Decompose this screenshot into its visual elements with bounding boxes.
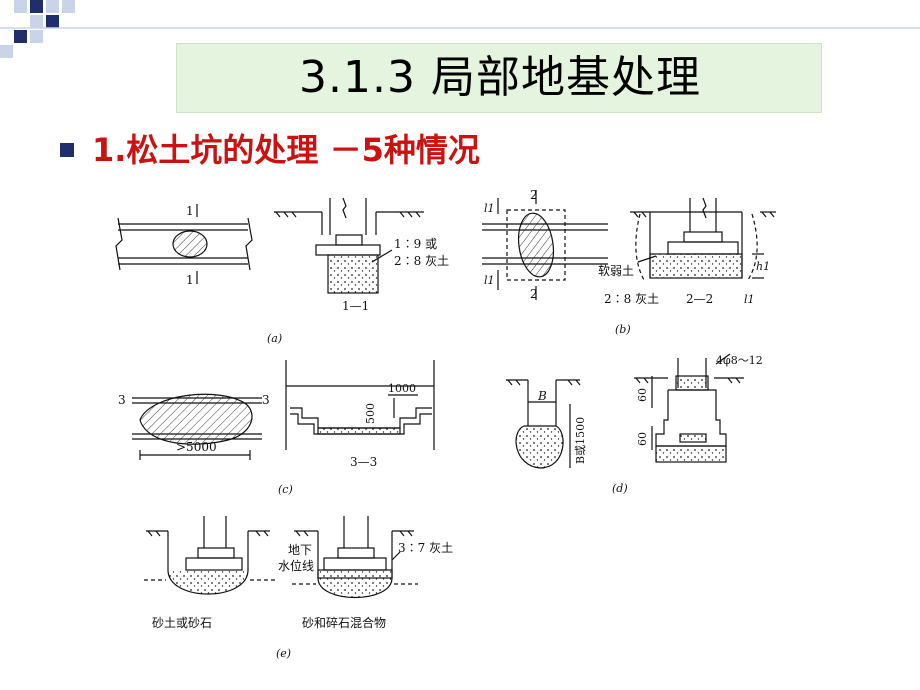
c-section-label: 3—3	[350, 455, 377, 469]
title-box	[176, 43, 822, 113]
a-mark-top: 1	[186, 204, 194, 218]
b-mark-top: 2	[530, 188, 538, 202]
deco-square	[46, 0, 59, 13]
deco-square	[14, 0, 27, 13]
b-fill-label: 2∶8 灰土	[604, 292, 659, 306]
d-depth-label: B或1500	[574, 417, 587, 464]
deco-square	[30, 15, 43, 28]
corner-decoration	[0, 0, 920, 58]
e-water-label-1: 地下	[288, 543, 312, 557]
e-mixture-label: 砂和碎石混合物	[302, 615, 386, 630]
slide-subtitle: 1.松土坑的处理 －5种情况	[92, 131, 480, 169]
panel-c	[132, 360, 435, 460]
a-section-label: 1—1	[342, 299, 369, 313]
b-dim-top: l1	[484, 202, 495, 215]
panel-a	[115, 197, 424, 294]
a-fill-label-2: 2∶8 灰土	[394, 254, 449, 268]
a-caption: (a)	[267, 332, 282, 345]
b-section-label: 2—2	[686, 292, 713, 306]
b-dim-h: h1	[756, 260, 770, 273]
deco-square	[46, 15, 59, 28]
c-step-width: 1000	[388, 382, 416, 395]
deco-square	[62, 0, 75, 13]
deco-square	[30, 0, 43, 13]
d-caption: (d)	[612, 482, 628, 495]
panel-d	[506, 353, 744, 469]
d-rebar-label: 4φ8～12	[716, 354, 763, 367]
b-soft-soil-label: 软弱土	[598, 264, 634, 278]
slide-title: 3.1.3 局部地基处理	[299, 52, 701, 103]
c-mark-right: 3	[262, 393, 270, 407]
panel-e	[144, 516, 418, 599]
d-width-label: B	[537, 389, 547, 403]
b-dim-left: l1	[484, 274, 495, 287]
deco-square	[0, 45, 13, 58]
b-dim-right: l1	[744, 293, 755, 306]
e-left-fill-label: 砂土或砂石	[152, 616, 212, 630]
c-caption: (c)	[278, 483, 293, 496]
e-right-fill-label: 3∶7 灰土	[398, 541, 453, 555]
panel-b	[482, 190, 776, 300]
a-fill-label-1: 1∶9 或	[394, 237, 437, 251]
e-water-label-2: 水位线	[278, 558, 314, 573]
e-caption: (e)	[276, 647, 291, 660]
deco-square	[30, 30, 43, 43]
deco-square	[14, 30, 27, 43]
c-step-height: 500	[364, 403, 377, 424]
b-mark-bottom: 2	[530, 287, 538, 301]
b-caption: (b)	[615, 323, 631, 336]
c-mark-left: 3	[118, 393, 126, 407]
bullet-square-icon	[60, 143, 74, 157]
d-dim-lower: 60	[636, 432, 649, 446]
d-dim-upper: 60	[636, 388, 649, 402]
a-mark-bottom: 1	[186, 273, 194, 287]
c-length-label: >5000	[176, 440, 217, 454]
